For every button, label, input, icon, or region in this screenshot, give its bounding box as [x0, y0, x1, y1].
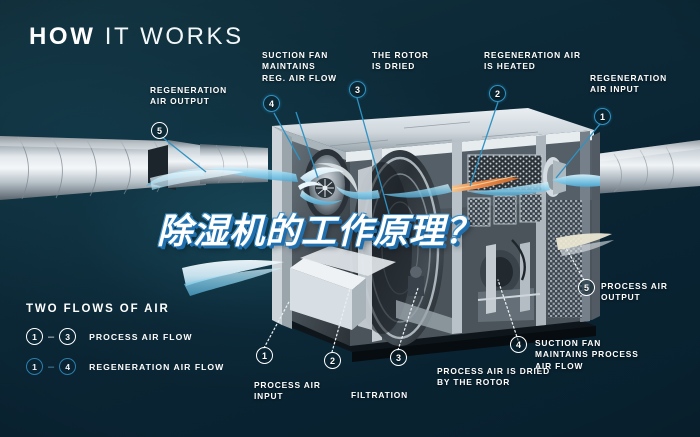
page-title-word1: HOW [29, 23, 96, 50]
label-regeneration-air-input: REGENERATION AIR INPUT [590, 73, 668, 95]
badge-regeneration-air-heated[interactable]: 2 [489, 85, 506, 102]
label-rotor-is-dried: THE ROTOR IS DRIED [372, 50, 429, 72]
legend-badge-from-1b: 1 [26, 358, 43, 375]
process-outlet-cone [543, 157, 566, 197]
badge-suction-fan-reg[interactable]: 4 [263, 95, 280, 112]
legend: TWO FLOWS OF AIR 1 – 3 PROCESS AIR FLOW … [26, 303, 224, 388]
label-suction-fan-process: SUCTION FAN MAINTAINS PROCESS AIR FLOW [535, 338, 639, 371]
badge-rotor-is-dried[interactable]: 3 [349, 81, 366, 98]
badge-regeneration-air-output[interactable]: 5 [151, 122, 168, 139]
legend-badge-from-1: 1 [26, 328, 43, 345]
label-regeneration-air-output: REGENERATION AIR OUTPUT [150, 85, 228, 107]
badge-filtration[interactable]: 2 [324, 352, 341, 369]
badge-process-air-output[interactable]: 5 [578, 279, 595, 296]
legend-row-process: 1 – 3 PROCESS AIR FLOW [26, 328, 224, 345]
page-title-word2: IT WORKS [104, 23, 244, 50]
label-suction-fan-reg: SUCTION FAN MAINTAINS REG. AIR FLOW [262, 50, 337, 83]
badge-regeneration-air-input[interactable]: 1 [594, 108, 611, 125]
legend-heading: TWO FLOWS OF AIR [26, 303, 170, 315]
page-title: HOW IT WORKS [29, 25, 244, 49]
legend-row-regeneration: 1 – 4 REGENERATION AIR FLOW [26, 358, 224, 375]
badge-process-air-dried[interactable]: 3 [390, 349, 407, 366]
chinese-headline: 除湿机的工作原理？ [157, 212, 482, 252]
legend-label-process-air-flow: PROCESS AIR FLOW [89, 331, 193, 342]
badge-suction-fan-process[interactable]: 4 [510, 336, 527, 353]
label-process-air-output: PROCESS AIR OUTPUT [601, 281, 668, 303]
legend-dash-1: – [48, 330, 55, 343]
label-filtration: FILTRATION [351, 390, 409, 400]
label-process-air-input: PROCESS AIR INPUT [254, 380, 321, 402]
label-regeneration-air-heated: REGENERATION AIR IS HEATED [484, 50, 581, 72]
legend-badge-to-3: 3 [59, 328, 77, 345]
legend-label-regeneration-air-flow: REGENERATION AIR FLOW [89, 361, 225, 372]
legend-badge-to-4: 4 [59, 358, 77, 375]
label-process-air-dried: PROCESS AIR IS DRIED BY THE ROTOR [437, 366, 551, 388]
badge-process-air-input[interactable]: 1 [256, 347, 273, 364]
legend-dash-2: – [48, 360, 55, 373]
